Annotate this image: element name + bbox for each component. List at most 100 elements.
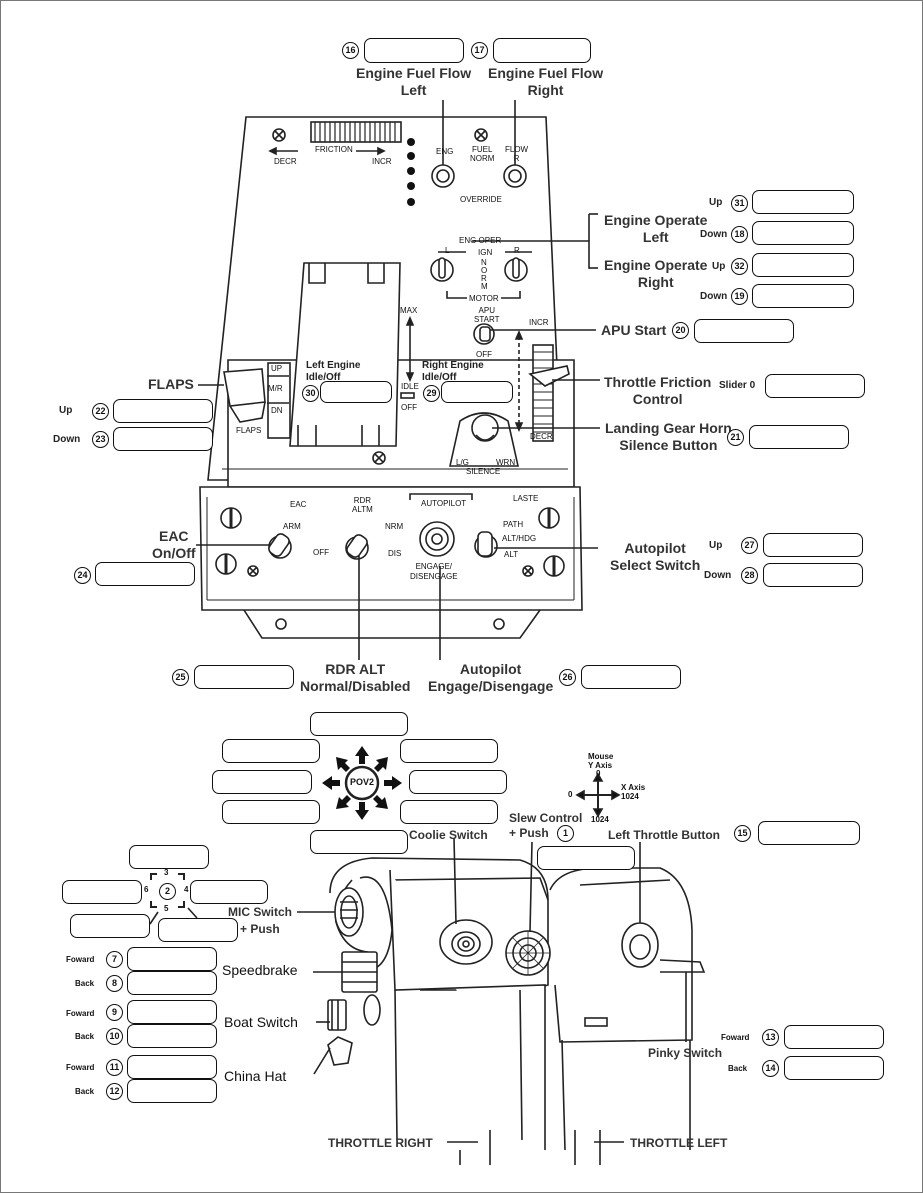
binding-box-hat-4[interactable] (190, 880, 268, 904)
ign-label: IGN (478, 248, 493, 257)
binding-box-20[interactable] (694, 319, 794, 343)
down-label-19: Down (700, 291, 728, 302)
binding-box-7[interactable] (127, 947, 217, 971)
l-label: L (445, 246, 450, 255)
flaps-dn-label: DN (271, 406, 283, 415)
badge-20: 20 (672, 322, 689, 339)
flaps-up-label: UP (271, 364, 283, 373)
boat-switch-label: Boat Switch (224, 1014, 298, 1030)
badge-13: 13 (762, 1029, 779, 1046)
binding-box-29[interactable] (441, 381, 513, 403)
badge-7: 7 (106, 951, 123, 968)
binding-box-hat-6[interactable] (62, 880, 142, 904)
badge-28: 28 (741, 567, 758, 584)
badge-16: 16 (342, 42, 359, 59)
override-label: OVERRIDE (460, 195, 502, 204)
binding-box-pov-left[interactable] (212, 770, 312, 794)
throttle-decr-label: DECR (530, 432, 553, 441)
binding-box-8[interactable] (127, 971, 217, 995)
badge-2: 2 (159, 883, 176, 900)
mic-push-label: + Push (240, 922, 280, 936)
decr-label: DECR (274, 157, 297, 166)
binding-box-15[interactable] (758, 821, 860, 845)
apu-start-callout: APU Start (601, 322, 667, 338)
idle-label: IDLE (401, 382, 419, 391)
alt-hdg-label: ALT/HDG (502, 534, 537, 543)
mouse-y-axis-label: Mouse Y Axis (588, 752, 614, 770)
binding-box-30[interactable] (320, 381, 392, 403)
binding-box-slider-0[interactable] (765, 374, 865, 398)
binding-box-pov-down-left[interactable] (222, 800, 320, 824)
norm-label: NORM (481, 258, 488, 291)
badge-25: 25 (172, 669, 189, 686)
binding-box-16[interactable] (364, 38, 464, 63)
binding-box-hat-3[interactable] (129, 845, 209, 869)
binding-box-pov-right[interactable] (409, 770, 507, 794)
dis-label: DIS (388, 549, 402, 558)
badge-18: 18 (731, 226, 748, 243)
autopilot-select-label: Autopilot Select Switch (610, 540, 701, 573)
back-label-12: Back (75, 1087, 95, 1096)
autopilot-engage-label: Autopilot Engage/Disengage (428, 661, 554, 694)
binding-box-23[interactable] (113, 427, 213, 451)
idle-off-label: OFF (401, 403, 417, 412)
down-label-28: Down (704, 570, 732, 581)
path-label: PATH (503, 520, 524, 529)
down-label-18: Down (700, 229, 728, 240)
binding-box-1[interactable] (537, 846, 635, 870)
binding-box-18[interactable] (752, 221, 854, 245)
binding-box-pov-up[interactable] (310, 712, 408, 736)
binding-box-pov-down[interactable] (310, 830, 408, 854)
binding-box-19[interactable] (752, 284, 854, 308)
badge-24: 24 (74, 567, 91, 584)
badge-19: 19 (731, 288, 748, 305)
hat-6-label: 6 (144, 885, 149, 894)
speedbrake-label: Speedbrake (222, 962, 298, 978)
mic-switch-label: MIC Switch (228, 905, 293, 919)
binding-box-21[interactable] (749, 425, 849, 449)
pinky-switch-label: Pinky Switch (648, 1046, 723, 1060)
badge-27: 27 (741, 537, 758, 554)
foward-label-11: Foward (66, 1063, 95, 1072)
binding-box-hat-5[interactable] (70, 914, 150, 938)
binding-box-13[interactable] (784, 1025, 884, 1049)
binding-box-25[interactable] (194, 665, 294, 689)
y-axis-zero-label: 0 (596, 769, 601, 778)
binding-box-10[interactable] (127, 1024, 217, 1048)
binding-box-pov-up-left[interactable] (222, 739, 320, 763)
binding-box-pov-up-right[interactable] (400, 739, 498, 763)
autopilot-label: AUTOPILOT (418, 499, 470, 508)
binding-box-11[interactable] (127, 1055, 217, 1079)
badge-22: 22 (92, 403, 109, 420)
binding-box-22[interactable] (113, 399, 213, 423)
engine-operate-left-label: Engine Operate Left (604, 212, 708, 245)
binding-box-mic-push[interactable] (158, 918, 238, 942)
binding-box-31[interactable] (752, 190, 854, 214)
binding-box-26[interactable] (581, 665, 681, 689)
binding-box-24[interactable] (95, 562, 195, 586)
binding-box-12[interactable] (127, 1079, 217, 1103)
badge-17: 17 (471, 42, 488, 59)
binding-box-9[interactable] (127, 1000, 217, 1024)
binding-box-28[interactable] (763, 563, 863, 587)
badge-10: 10 (106, 1028, 123, 1045)
max-label: MAX (400, 306, 418, 315)
badge-8: 8 (106, 975, 123, 992)
binding-box-14[interactable] (784, 1056, 884, 1080)
binding-box-pov-down-right[interactable] (400, 800, 498, 824)
binding-box-17[interactable] (493, 38, 591, 63)
binding-box-32[interactable] (752, 253, 854, 277)
alt-label: ALT (504, 550, 519, 559)
badge-23: 23 (92, 431, 109, 448)
back-label-8: Back (75, 979, 95, 988)
eng-label: ENG (436, 147, 454, 156)
eac-on-off-label: EAC On/Off (152, 528, 196, 561)
binding-box-27[interactable] (763, 533, 863, 557)
left-engine-idle-label: Left Engine Idle/Off (306, 360, 361, 383)
hat-4-label: 4 (184, 885, 189, 894)
up-label-32: Up (712, 261, 726, 272)
flaps-callout: FLAPS (148, 376, 194, 392)
hat-3-label: 3 (164, 868, 169, 877)
badge-21: 21 (727, 429, 744, 446)
lg-label: L/G (456, 458, 469, 467)
